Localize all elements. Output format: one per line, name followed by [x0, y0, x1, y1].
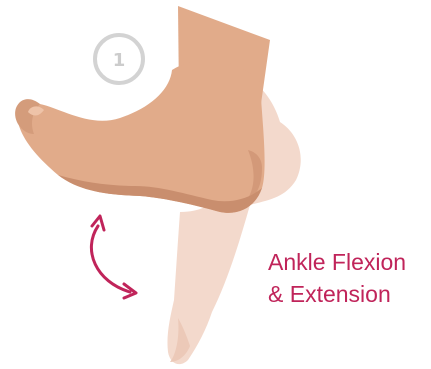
- curved-double-arrow-icon: [91, 216, 136, 298]
- caption-line-1: Ankle Flexion: [268, 246, 406, 278]
- caption-label: Ankle Flexion & Extension: [268, 246, 406, 310]
- caption-line-2: & Extension: [268, 278, 406, 310]
- step-number-text: 1: [113, 50, 126, 71]
- foot-flexed: [15, 6, 270, 213]
- step-number-badge: 1: [95, 35, 143, 83]
